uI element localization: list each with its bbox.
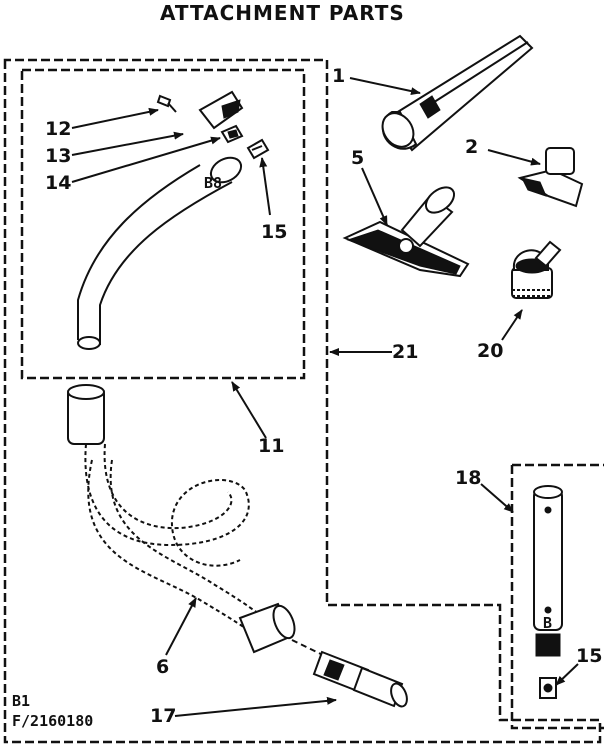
extension-wand-part-18: B [533, 485, 563, 699]
tube-marking: B8 [204, 174, 222, 192]
callout-1: 1 [332, 65, 345, 87]
diagram-title: ATTACHMENT PARTS [160, 1, 405, 25]
callout-5: 5 [351, 147, 364, 169]
curved-wand-tube: B8 [77, 156, 243, 350]
crevice-tool-part-1 [381, 34, 534, 152]
nut-part-14 [220, 124, 244, 144]
floor-brush-part-5 [342, 186, 470, 278]
callout-6: 6 [156, 656, 169, 678]
callout-20: 20 [477, 340, 503, 362]
callout-12: 12 [45, 118, 71, 140]
flexible-hose-part-6 [67, 384, 296, 654]
kit-21-boundary [3, 58, 602, 744]
wand-marking: B [543, 614, 552, 632]
spring-part-15 [246, 138, 270, 160]
kit-11-boundary [20, 68, 306, 380]
callout-21: 21 [392, 341, 418, 363]
leader-lines [71, 77, 579, 717]
callout-2: 2 [465, 136, 478, 158]
callout-11: 11 [258, 435, 284, 457]
callout-17: 17 [150, 705, 176, 727]
callout-15-kit: 15 [261, 221, 287, 243]
clip-part-13 [198, 90, 244, 130]
screw-part-12 [156, 94, 177, 113]
callout-13: 13 [45, 145, 71, 167]
kit-18-boundary [510, 463, 604, 730]
footer-code-line1: B1 [12, 692, 30, 710]
callout-18: 18 [455, 467, 481, 489]
footer-code-line2: F/2160180 [12, 712, 93, 730]
hose-coupling-part-17 [291, 639, 408, 708]
dusting-brush-part-20 [511, 240, 562, 299]
callout-15-wand: 15 [576, 645, 602, 667]
callout-14: 14 [45, 172, 71, 194]
upholstery-nozzle-part-2 [517, 147, 584, 208]
